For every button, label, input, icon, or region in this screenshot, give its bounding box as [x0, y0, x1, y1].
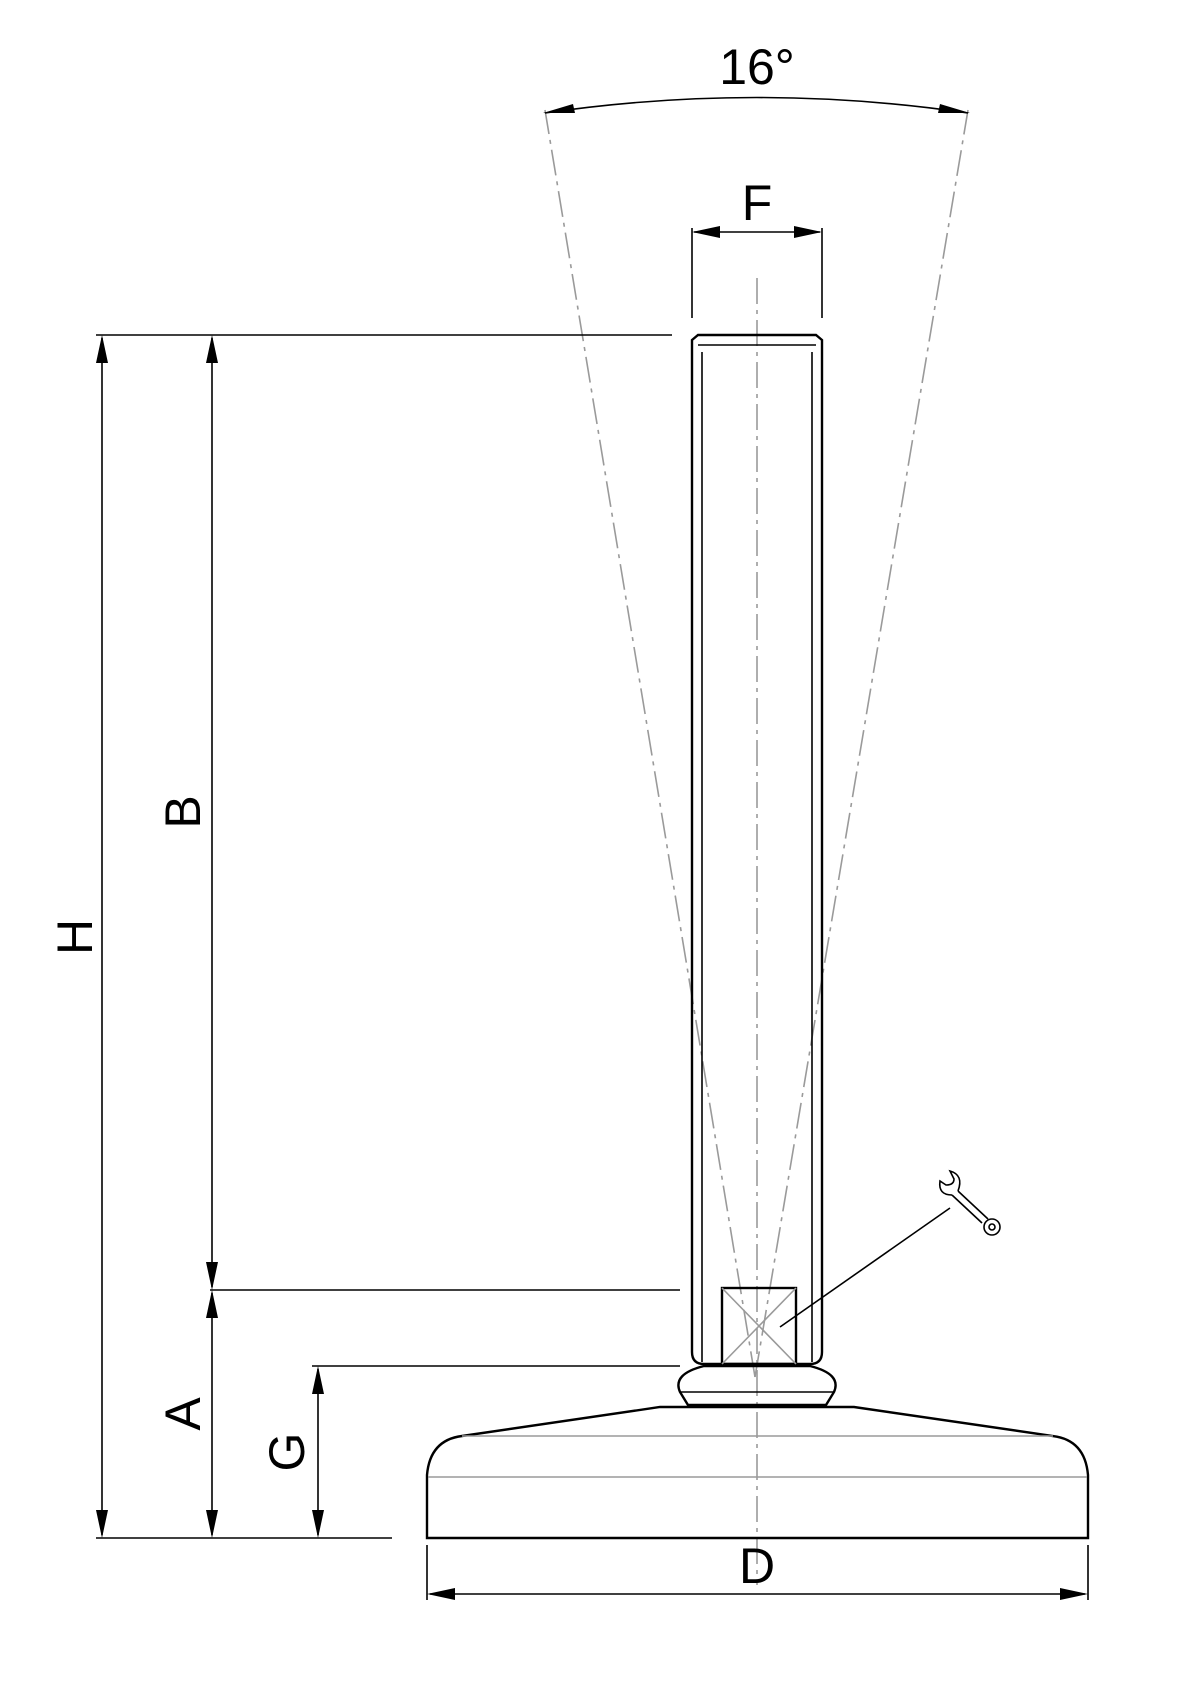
wrench-icon — [938, 1169, 1001, 1236]
dimension-d: D — [427, 1538, 1088, 1600]
dimension-g: G — [259, 1366, 324, 1538]
ball-joint — [677, 1364, 837, 1407]
label-g: G — [259, 1433, 315, 1472]
extension-lines — [96, 228, 1089, 1600]
swivel-angle-cone — [544, 109, 969, 1378]
hex-socket — [720, 1286, 798, 1366]
dimension-f: F — [692, 175, 822, 238]
label-h: H — [47, 919, 103, 955]
label-d: D — [739, 1538, 775, 1594]
angle-dimension: 16° — [543, 39, 970, 114]
angle-label: 16° — [719, 39, 795, 95]
wrench-callout — [779, 1169, 1001, 1328]
label-b: B — [155, 795, 211, 828]
base-pad — [425, 1405, 1090, 1540]
dimension-b: B — [155, 335, 218, 1290]
label-a: A — [155, 1397, 211, 1431]
label-f: F — [742, 175, 773, 231]
dimension-a: A — [155, 1290, 218, 1538]
dimension-h: H — [47, 335, 108, 1538]
